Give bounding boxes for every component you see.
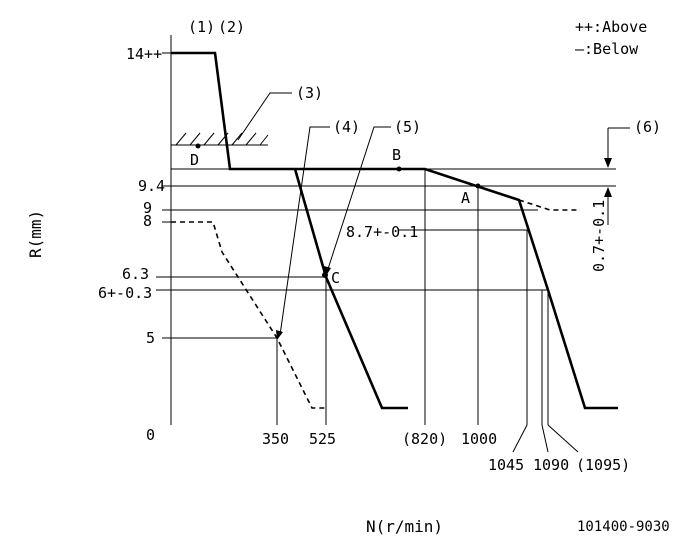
y-tick-6: 6+-0.3: [98, 284, 152, 302]
point-b-marker: [396, 166, 402, 172]
x-tick-525: 525: [309, 430, 336, 448]
leader-3: [237, 92, 292, 141]
leader-1090: [541, 424, 549, 453]
callout-5: (5): [394, 118, 421, 136]
y-tick-5: 5: [146, 329, 155, 347]
callout-1: (1): [188, 18, 215, 36]
legend-below: —:Below: [575, 40, 639, 58]
x-tick-1090: 1090: [533, 456, 569, 474]
y-axis-label: R(mm): [26, 210, 45, 258]
y-tick-9: 9: [143, 199, 152, 217]
point-d-label: D: [190, 151, 199, 169]
x-tick-350: 350: [262, 430, 289, 448]
x-tick-1000: 1000: [461, 430, 497, 448]
y-tick-8-7: 8.7+-0.1: [346, 223, 418, 241]
dim-6-value: 0.7+-0.1: [590, 200, 608, 272]
callout-4: (4): [333, 118, 360, 136]
y-tick-9-4: 9.4: [138, 177, 165, 195]
point-c-label: C: [331, 269, 340, 287]
arrow-4: [276, 330, 283, 340]
y-tick-0: 0: [146, 426, 155, 444]
y-tick-8: 8: [143, 212, 152, 230]
arrow-5: [324, 266, 331, 276]
callout-2: (2): [218, 18, 245, 36]
callout-3: (3): [296, 84, 323, 102]
x-tick-820: (820): [402, 430, 447, 448]
leader-1045: [512, 424, 528, 453]
callout-6: (6): [634, 118, 661, 136]
figure-id: 101400-9030: [577, 519, 670, 535]
high-dashed-curve: [518, 199, 578, 211]
full-load-curve: [171, 51, 618, 410]
point-d-marker: [195, 143, 201, 149]
legend-above: ++:Above: [575, 18, 647, 36]
x-tick-1045: 1045: [488, 456, 524, 474]
x-axis-label: N(r/min): [366, 517, 443, 536]
idle-dashed-curve: [171, 221, 328, 409]
point-b-label: B: [392, 146, 401, 164]
y-tick-14: 14++: [126, 45, 162, 63]
leader-4: [279, 126, 330, 336]
leader-5: [326, 126, 391, 273]
x-tick-1095: (1095): [576, 456, 630, 474]
dim-6-arrow-down: [604, 158, 612, 168]
y-tick-6-3: 6.3: [122, 265, 149, 283]
point-a-marker: [475, 183, 481, 189]
leader-1095: [547, 424, 579, 453]
point-a-label: A: [461, 189, 470, 207]
stopper-hatch: [175, 132, 269, 146]
idle-cut-curve: [293, 168, 408, 410]
